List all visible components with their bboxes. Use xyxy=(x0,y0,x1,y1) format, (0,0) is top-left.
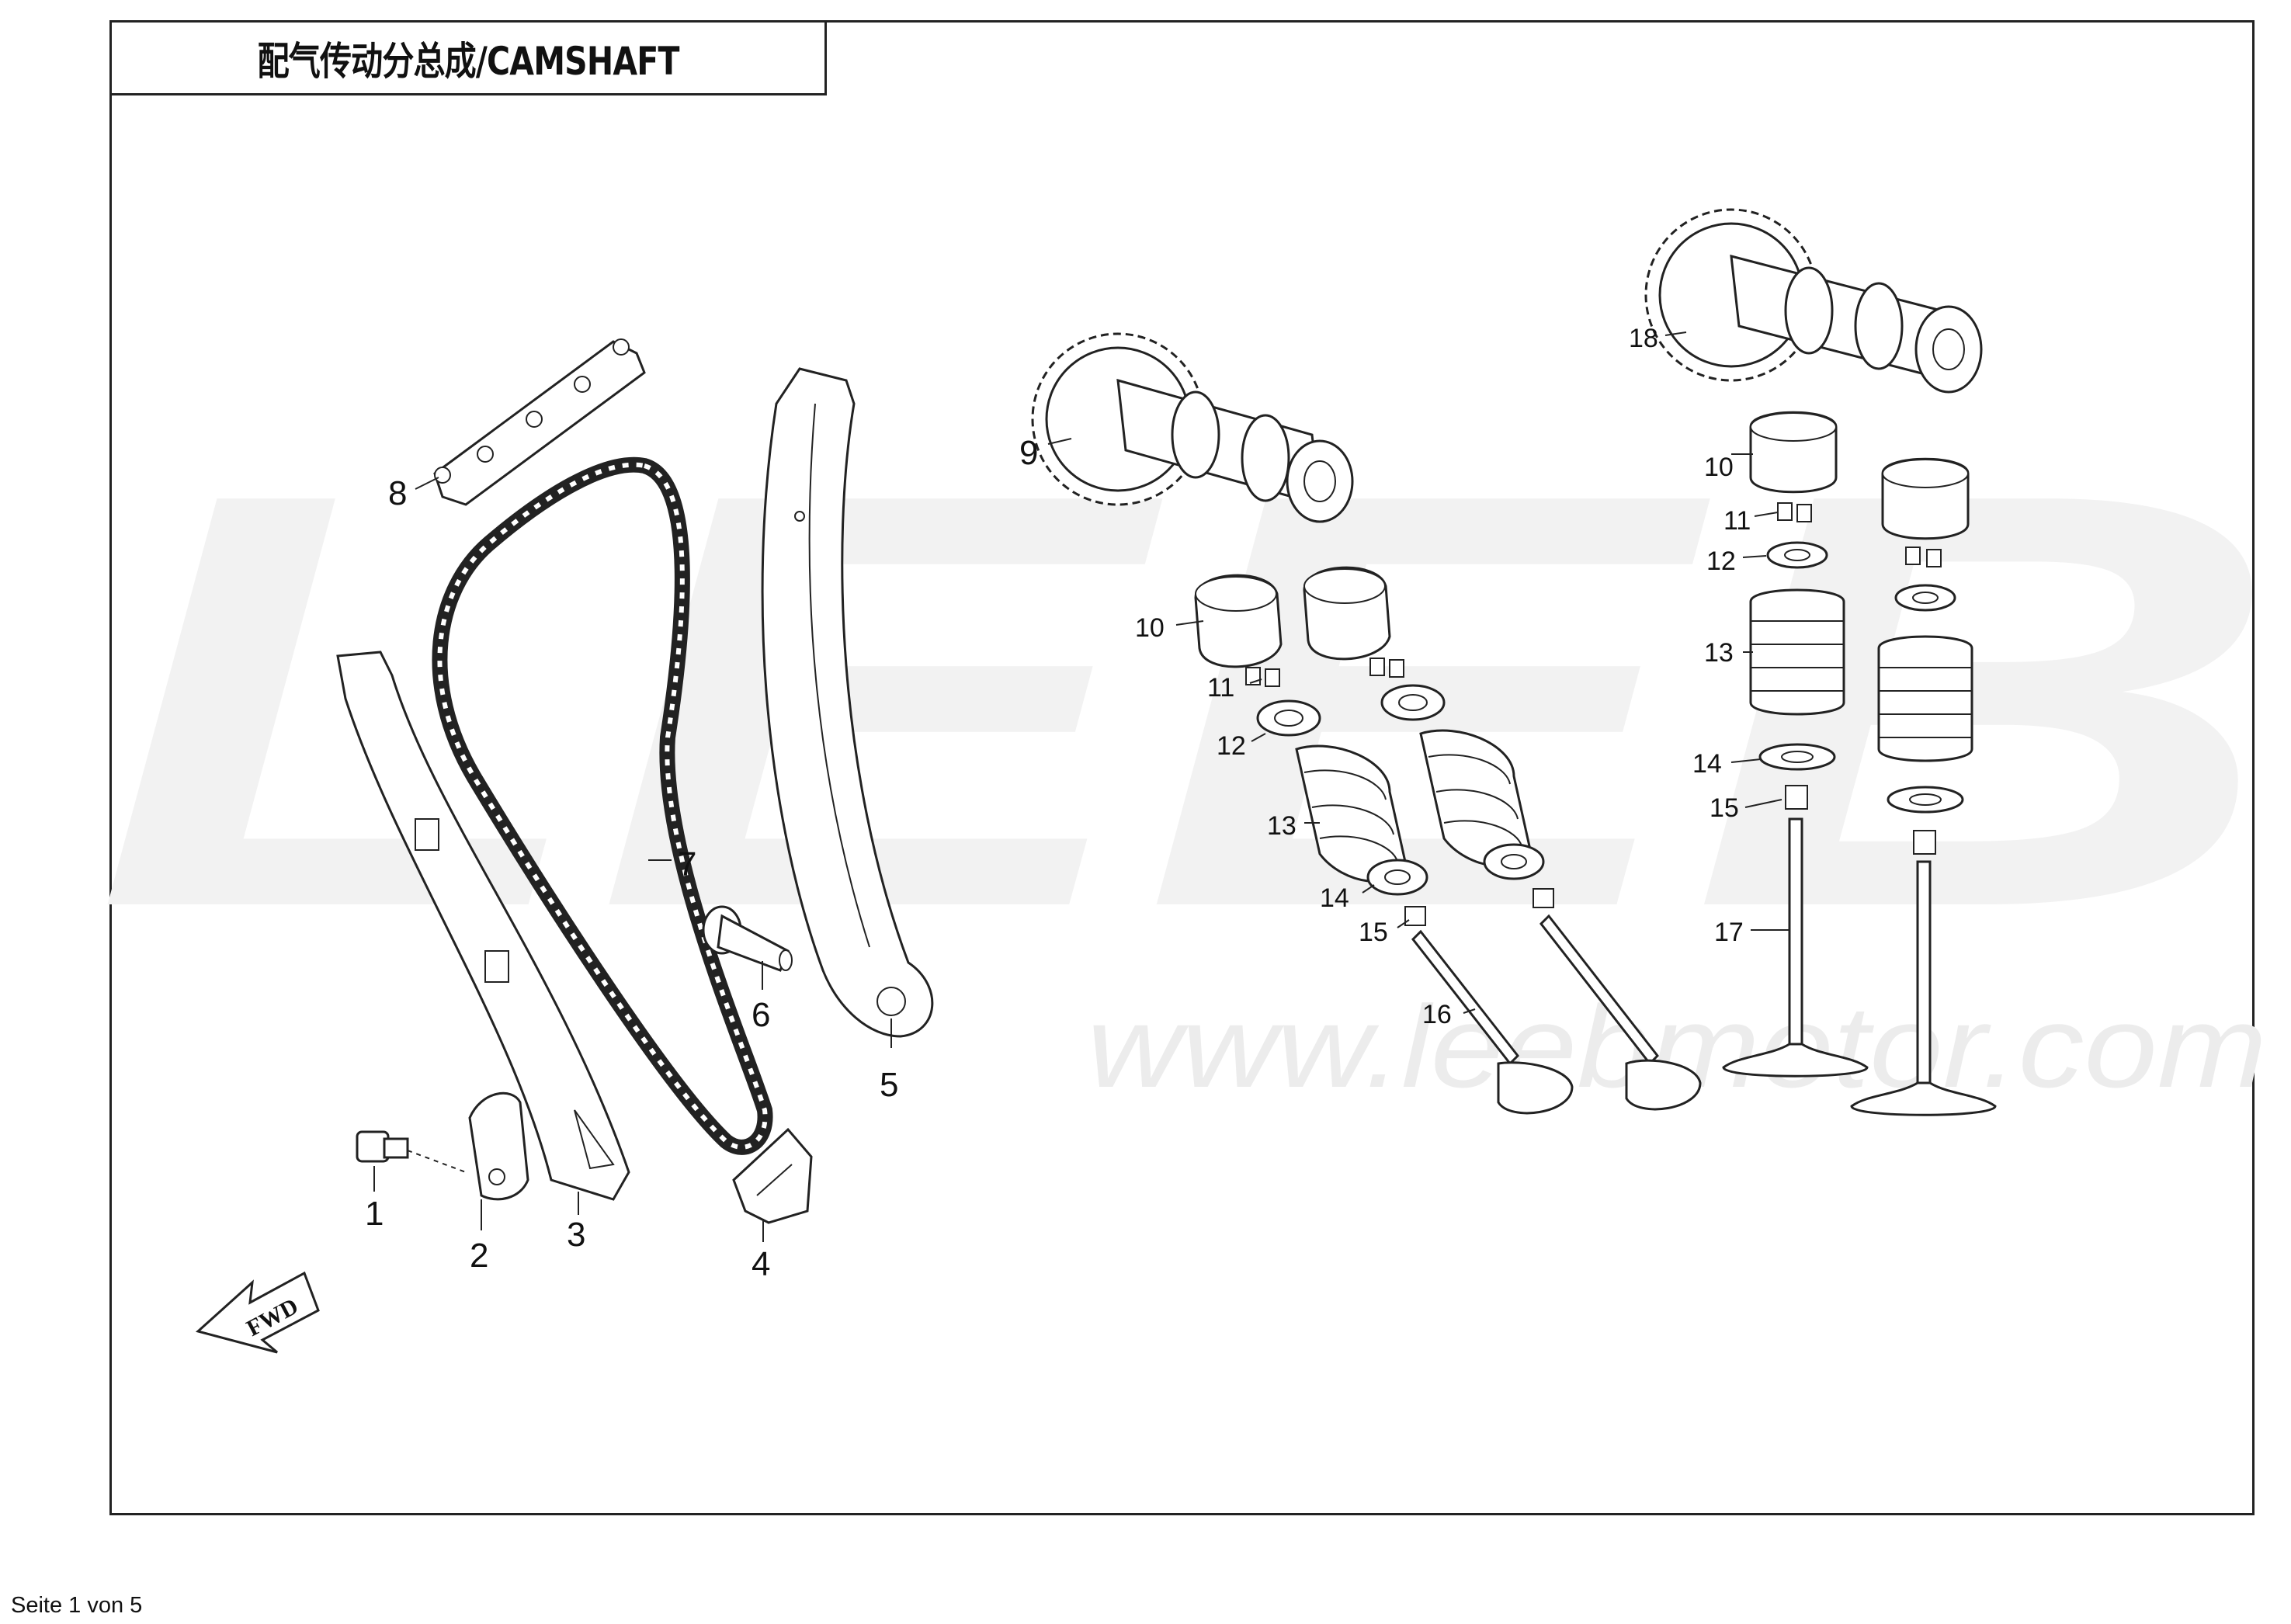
callout-13-left: 13 xyxy=(1267,811,1296,841)
callout-12-right: 12 xyxy=(1706,547,1736,576)
callout-10-left: 10 xyxy=(1135,613,1165,643)
callout-10-right: 10 xyxy=(1704,453,1734,482)
callout-labels: 1 2 3 4 5 6 7 8 9 10 11 12 13 14 15 16 1… xyxy=(365,324,1751,1283)
callout-14-left: 14 xyxy=(1320,883,1349,913)
page-footer: Seite 1 von 5 xyxy=(11,1593,143,1618)
callout-9: 9 xyxy=(1019,434,1038,472)
callout-13-right: 13 xyxy=(1704,638,1734,668)
callout-1: 1 xyxy=(365,1195,384,1233)
callout-14-right: 14 xyxy=(1692,749,1722,779)
part-8-chain-guide-top xyxy=(433,338,646,506)
part-6-pivot-bolt xyxy=(702,905,793,972)
callout-11-left: 11 xyxy=(1207,673,1234,703)
callout-6: 6 xyxy=(752,996,770,1034)
callout-15-right: 15 xyxy=(1710,793,1739,823)
valve-assembly-exhaust-b xyxy=(1850,457,1997,1116)
callout-15-left: 15 xyxy=(1359,918,1388,947)
page-title: 配气传动分总成/CAMSHAFT xyxy=(257,38,679,84)
valve-assembly-exhaust-a xyxy=(1722,411,1869,1077)
valve-assembly-intake-a xyxy=(1194,574,1574,1115)
part-1-bolt xyxy=(356,1130,467,1173)
part-4-tensioner-slipper xyxy=(732,1127,813,1224)
part-5-chain-guide-right xyxy=(761,367,934,1038)
part-9-camshaft-intake xyxy=(1031,332,1354,523)
callout-11-right: 11 xyxy=(1723,506,1751,536)
callout-2: 2 xyxy=(470,1237,488,1275)
callout-3: 3 xyxy=(567,1216,585,1254)
title-box: 配气传动分总成/CAMSHAFT xyxy=(109,20,827,95)
callout-8: 8 xyxy=(388,474,407,512)
part-7-timing-chain xyxy=(432,456,773,1155)
part-2-plate xyxy=(468,1091,529,1201)
callout-16: 16 xyxy=(1422,1000,1452,1029)
callout-17: 17 xyxy=(1714,918,1744,947)
fwd-arrow-icon: FWD xyxy=(195,1271,320,1354)
callout-4: 4 xyxy=(752,1245,770,1283)
part-3-tensioner-guide-left xyxy=(336,651,630,1201)
callout-7: 7 xyxy=(678,845,696,883)
callout-12-left: 12 xyxy=(1217,731,1246,761)
callout-18: 18 xyxy=(1629,324,1658,353)
diagram-frame xyxy=(109,20,2255,1515)
callout-5: 5 xyxy=(880,1066,898,1104)
part-18-camshaft-exhaust xyxy=(1644,208,1983,394)
leader-lines xyxy=(373,331,1789,1242)
valve-assembly-intake-b xyxy=(1303,566,1702,1111)
